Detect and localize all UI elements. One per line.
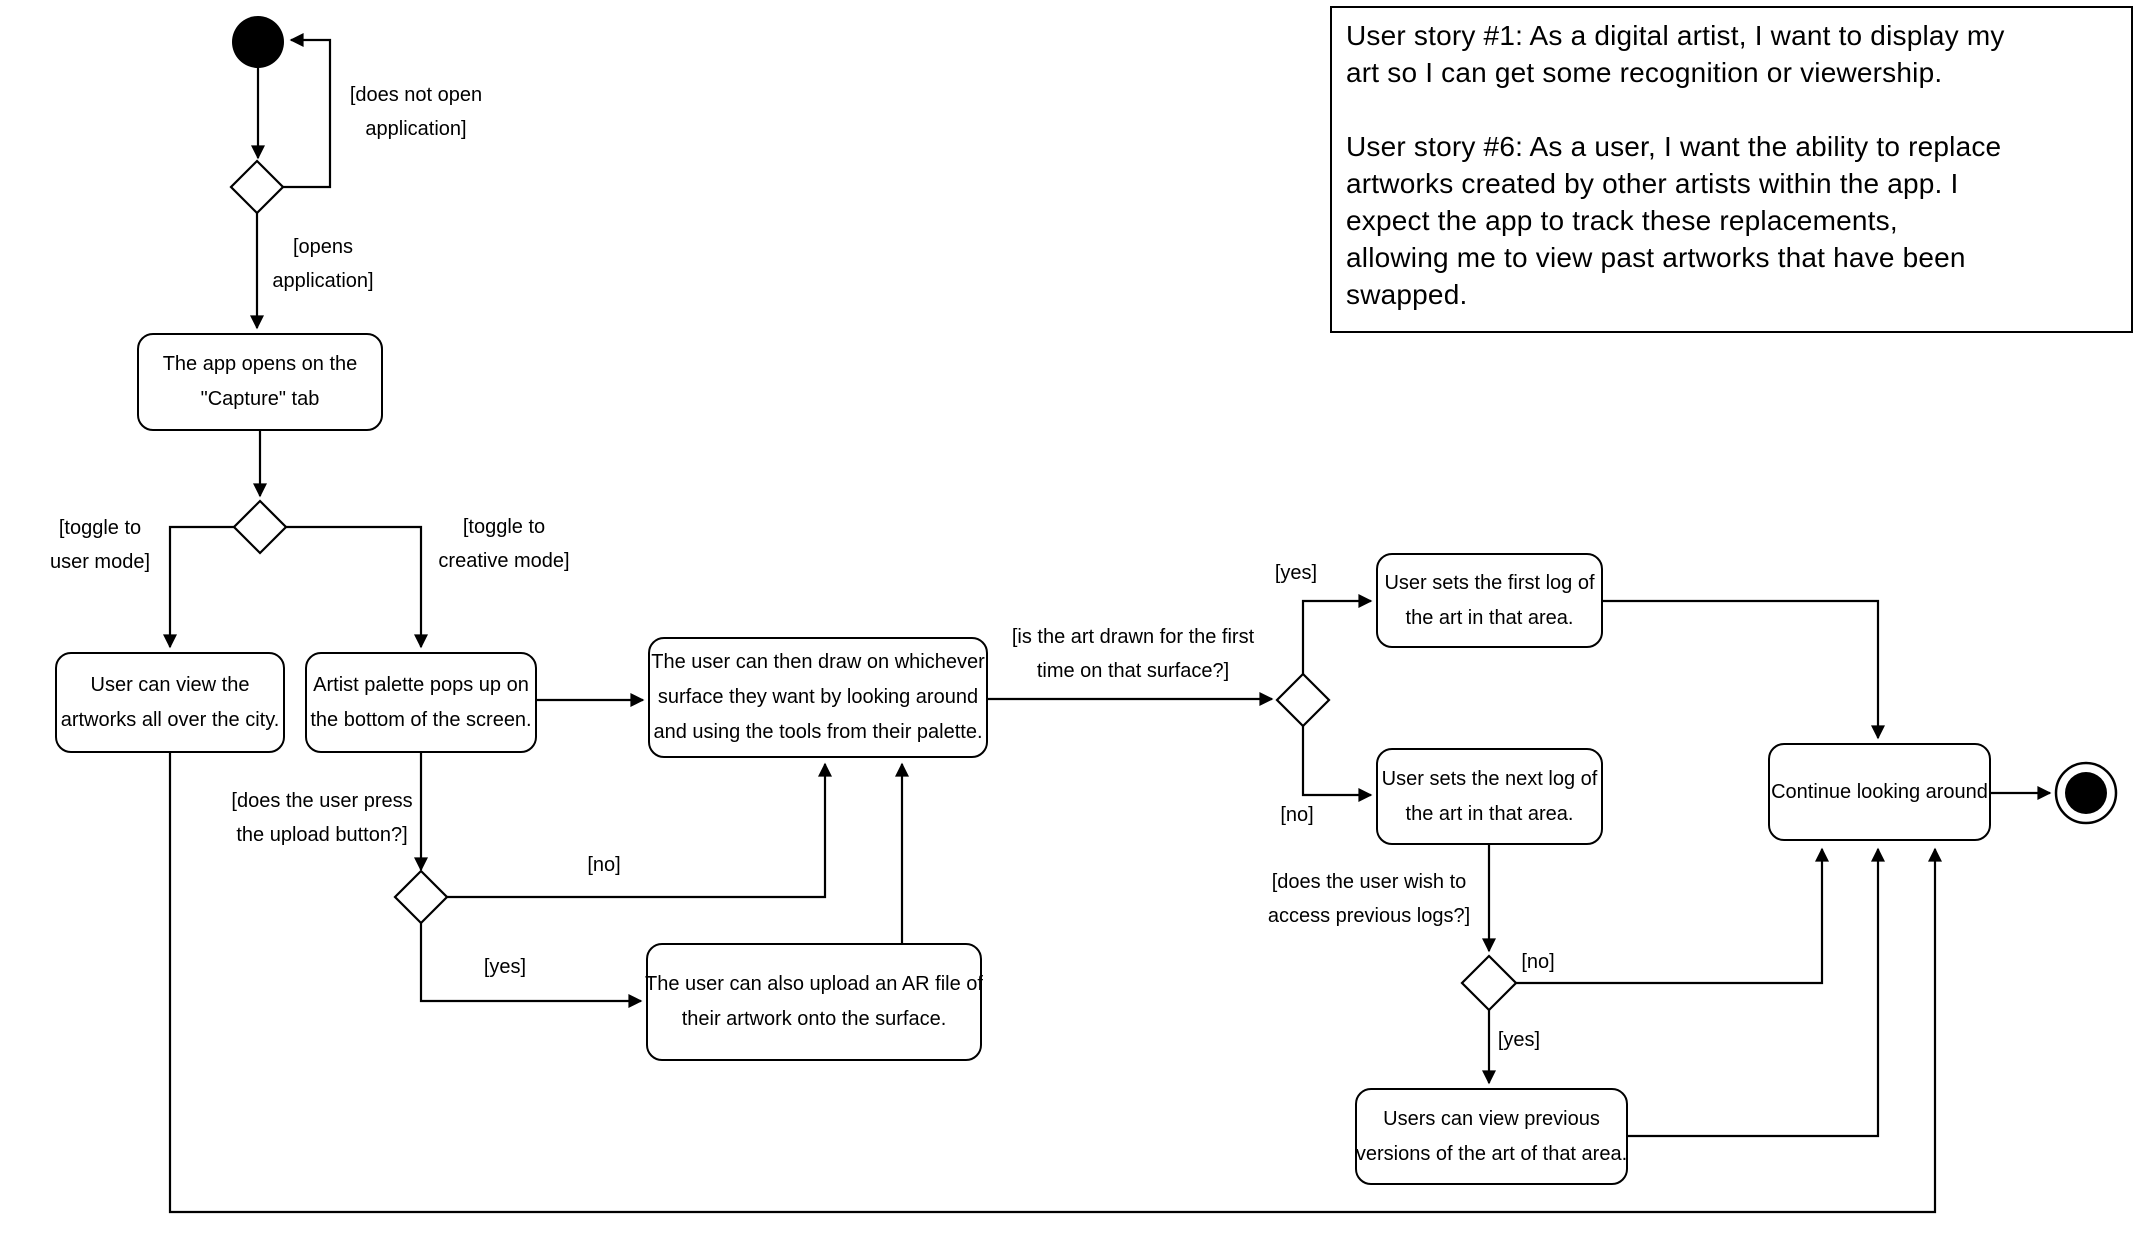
activity-upload-ar-file: The user can also upload an AR file of t…: [645, 943, 983, 1061]
guard-text: [does not open: [349, 84, 483, 106]
activity-text: and using the tools from their palette.: [653, 721, 983, 743]
start-node: [232, 16, 284, 68]
activity-text: User sets the next log of: [1381, 767, 1598, 790]
decision-upload-button: [393, 869, 449, 925]
activity-text: the art in that area.: [1405, 802, 1574, 825]
guard-text: user mode]: [49, 551, 151, 573]
guard-upload-yes: [yes]: [484, 950, 526, 984]
activity-text: Artist palette pops up on: [313, 673, 529, 696]
guard-access-logs-question: [does the user wish to access previous l…: [1268, 865, 1470, 933]
activity-next-log: User sets the next log of the art in tha…: [1376, 748, 1603, 845]
user-story-text: User story #6: As a user, I want the abi…: [1346, 131, 2002, 162]
activity-text: User can view the: [90, 673, 250, 696]
guard-text: [no]: [587, 854, 621, 876]
activity-text: the bottom of the screen.: [310, 708, 532, 731]
decision-mode-toggle: [232, 499, 288, 555]
flow-wish-no-to-continue: [1516, 847, 1829, 985]
user-story-note: User story #1: As a digital artist, I wa…: [1330, 6, 2133, 333]
guard-access-logs-no: [no]: [1521, 945, 1554, 979]
flow-user-view-to-continue: [168, 753, 1942, 1214]
guard-text: time on that surface?]: [1036, 660, 1230, 682]
activity-user-view-artworks: User can view the artworks all over the …: [55, 652, 285, 753]
guard-first-time-no: [no]: [1280, 798, 1313, 832]
guard-text: [is the art drawn for the first: [1011, 626, 1255, 648]
activity-draw-on-surface: The user can then draw on whichever surf…: [648, 637, 988, 758]
flow-first-log-to-continue: [1603, 599, 1885, 740]
activity-text: The user can also upload an AR file of: [645, 973, 983, 995]
activity-text: their artwork onto the surface.: [681, 1008, 947, 1030]
guard-opens-application: [opens application]: [272, 230, 373, 298]
guard-text: [yes]: [1497, 1029, 1541, 1051]
user-story-text: artworks created by other artists within…: [1346, 168, 1959, 199]
user-story-text: expect the app to track these replacemen…: [1346, 205, 1898, 236]
guard-text: application]: [272, 270, 374, 292]
decision-first-time: [1275, 672, 1331, 728]
flow-does-not-open-loop: [283, 33, 332, 189]
guard-text: [opens: [292, 236, 354, 258]
user-story-text: allowing me to view past artworks that h…: [1346, 242, 1966, 273]
guard-access-logs-yes: [yes]: [1498, 1023, 1540, 1057]
activity-artist-palette: Artist palette pops up on the bottom of …: [305, 652, 537, 753]
flow-prev-versions-to-continue: [1628, 847, 1885, 1138]
guard-text: [yes]: [483, 956, 527, 978]
guard-text: [toggle to: [462, 516, 546, 538]
guard-text: [toggle to: [58, 517, 142, 539]
activity-first-log: User sets the first log of the art in th…: [1376, 553, 1603, 648]
activity-text: surface they want by looking around: [657, 686, 979, 708]
guard-text: application]: [365, 118, 467, 140]
activity-text: User sets the first log of: [1384, 571, 1595, 594]
flow-toggle-user-mode: [163, 525, 234, 649]
activity-text: versions of the art of that area.: [1355, 1142, 1628, 1165]
guard-text: [does the user wish to: [1271, 871, 1467, 893]
flow-first-time-yes: [1301, 594, 1373, 674]
guard-toggle-creative-mode: [toggle to creative mode]: [438, 510, 569, 578]
decision-access-logs: [1460, 954, 1518, 1012]
guard-upload-no: [no]: [587, 848, 620, 882]
activity-previous-versions: Users can view previous versions of the …: [1355, 1088, 1628, 1185]
guard-first-time-yes: [yes]: [1275, 556, 1317, 590]
guard-text: [no]: [1280, 804, 1314, 826]
guard-toggle-user-mode: [toggle to user mode]: [50, 511, 150, 579]
user-story-text: swapped.: [1346, 279, 1468, 310]
guard-text: access previous logs?]: [1267, 905, 1471, 927]
activity-text: "Capture" tab: [200, 388, 320, 410]
flow-upload-yes-to-upload-box: [419, 923, 643, 1008]
flow-first-time-no: [1301, 726, 1373, 802]
guard-first-time-question: [is the art drawn for the first time on …: [1012, 620, 1254, 688]
activity-text: The app opens on the: [162, 353, 358, 375]
activity-continue-looking: Continue looking around: [1768, 743, 1991, 841]
flow-upload-no-to-draw: [447, 762, 832, 899]
guard-text: [does the user press: [231, 790, 413, 812]
guard-text: creative mode]: [438, 550, 570, 572]
guard-text: the upload button?]: [236, 824, 408, 846]
guard-press-upload: [does the user press the upload button?]: [231, 784, 412, 852]
user-story-text: [1346, 91, 2117, 128]
activity-text: Continue looking around: [1771, 780, 1988, 803]
activity-text: Users can view previous: [1383, 1107, 1600, 1130]
user-story-text: art so I can get some recognition or vie…: [1346, 57, 1943, 88]
flow-toggle-creative-mode: [286, 525, 428, 649]
user-story-text: User story #1: As a digital artist, I wa…: [1346, 20, 2005, 51]
activity-text: the art in that area.: [1405, 606, 1574, 629]
guard-text: [no]: [1521, 951, 1555, 973]
activity-capture-tab: The app opens on the "Capture" tab: [137, 333, 383, 431]
guard-does-not-open: [does not open application]: [350, 78, 482, 146]
decision-open-application: [229, 159, 285, 215]
activity-text: The user can then draw on whichever: [651, 651, 985, 673]
guard-text: [yes]: [1274, 562, 1318, 584]
activity-text: artworks all over the city.: [60, 708, 280, 731]
end-node: [2065, 772, 2107, 814]
